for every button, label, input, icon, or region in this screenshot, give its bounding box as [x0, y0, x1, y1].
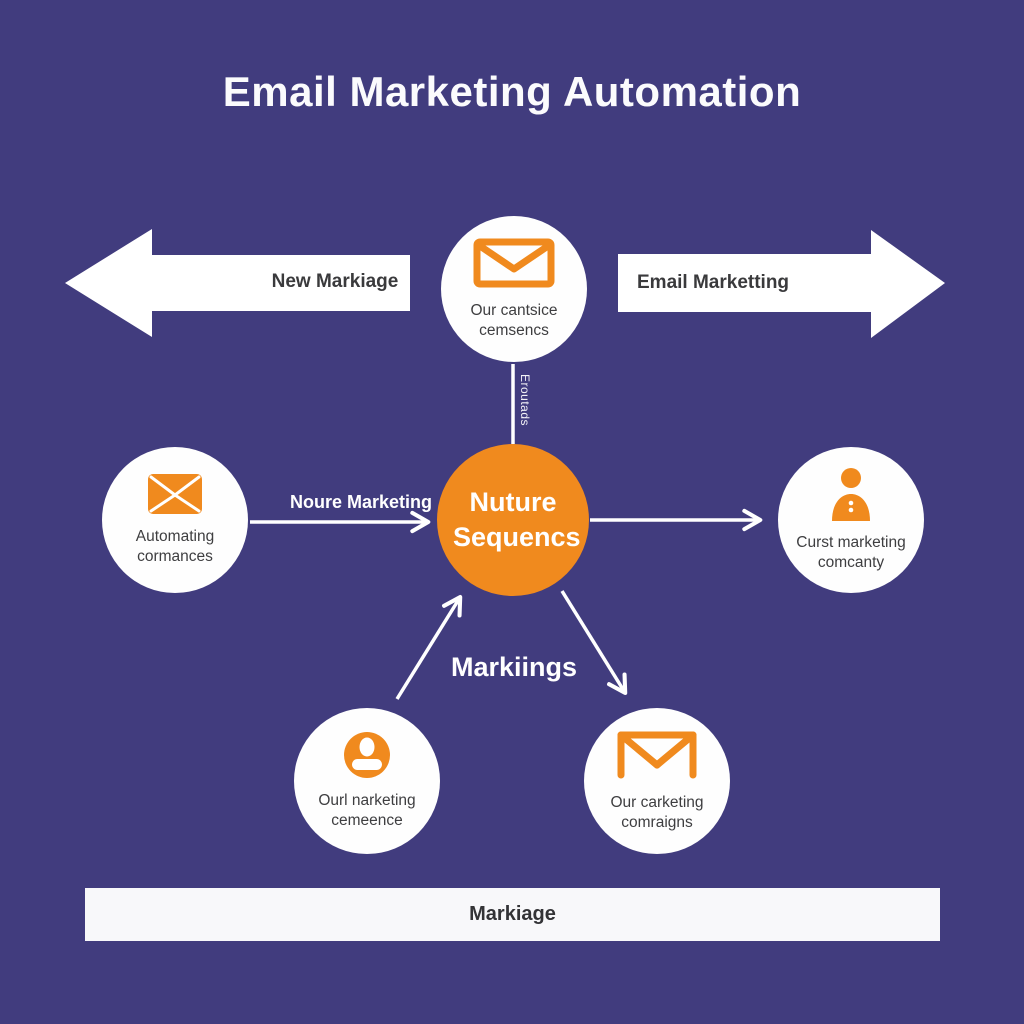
person-icon — [828, 467, 874, 526]
right-arrow-label: Email Marketting — [637, 272, 790, 293]
node-right-label: Curst marketing comcanty — [796, 533, 906, 571]
node-bottom-left-circle: Ourl narketing cemeence — [294, 708, 440, 854]
node-center-circle: Nuture Sequencs — [437, 444, 589, 596]
center-left-arrow-label: Noure Marketing — [289, 492, 433, 512]
arrow-bottomleft-to-center — [395, 595, 463, 700]
big-right-arrow — [618, 230, 945, 338]
node-bottom-right-circle: Our carketing comraigns — [584, 708, 730, 854]
node-center-label: Nuture Sequencs — [453, 486, 581, 552]
node-top-label: Our cantsice cemsencs — [470, 301, 558, 339]
vertical-connector-label: Eroutads — [518, 374, 532, 427]
footer-bar: Markiage — [85, 888, 940, 941]
node-left-circle: Automating cormances — [102, 447, 248, 593]
left-arrow-label: New Markiage — [271, 271, 399, 292]
envelope-outline-icon — [472, 237, 556, 294]
envelope-open-icon — [615, 729, 699, 786]
node-bottom-left-label: Ourl narketing cemeence — [318, 791, 416, 829]
markiings-label: Markiings — [450, 652, 578, 682]
envelope-filled-icon — [147, 473, 203, 520]
node-right-circle: Curst marketing comcanty — [778, 447, 924, 593]
node-left-label: Automating cormances — [135, 527, 215, 565]
page-title: Email Marketing Automation — [222, 68, 802, 115]
big-left-arrow — [65, 229, 410, 337]
arrow-center-to-bottomright — [560, 590, 628, 695]
person-badge-icon — [343, 731, 391, 784]
node-bottom-right-label: Our carketing comraigns — [610, 793, 704, 831]
footer-label: Markiage — [469, 903, 556, 925]
node-top-circle: Our cantsice cemsencs — [441, 216, 587, 362]
